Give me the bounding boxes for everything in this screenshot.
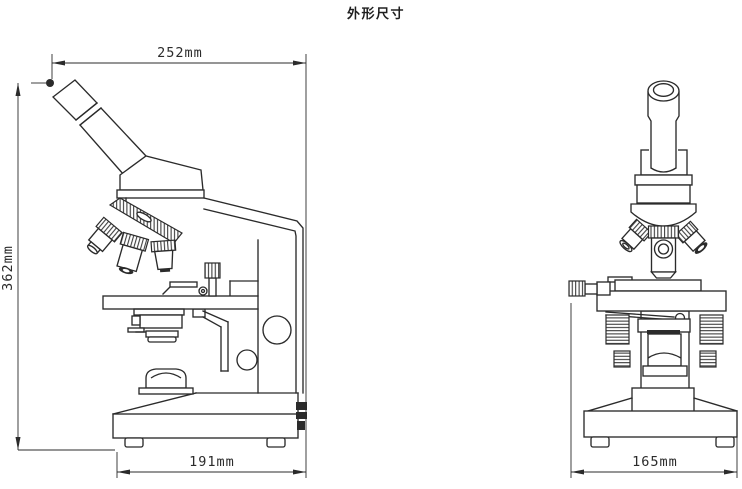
stage-clip (162, 281, 208, 296)
arm (192, 197, 304, 394)
coarse-knob-left (605, 314, 630, 345)
stage-adjust-knob (204, 262, 221, 297)
condenser-knob (131, 315, 141, 326)
condenser-front (605, 311, 691, 377)
objective-middle (116, 231, 150, 275)
eyecup (51, 79, 98, 121)
power-switch (296, 402, 307, 410)
dimension-height: 362mm (0, 83, 115, 451)
dimension-side-base-width: 191mm (116, 452, 306, 478)
stage (102, 262, 259, 310)
dim-label-side-base: 191mm (189, 454, 235, 470)
head-plate (116, 189, 205, 199)
stage-knob-front (568, 280, 611, 297)
objective-right (150, 239, 177, 273)
eyepiece-tube-front (647, 80, 680, 173)
lamp-housing (138, 368, 194, 395)
turret-detail (136, 211, 152, 223)
objective-left (86, 216, 124, 255)
base-foot (590, 436, 610, 448)
coarse-knob-right (699, 314, 724, 345)
base-foot (715, 436, 735, 448)
head-front (634, 149, 693, 204)
front-view-drawing (568, 80, 738, 448)
fine-knob-right (699, 350, 717, 368)
coarse-focus-knob (262, 315, 292, 345)
head (116, 155, 205, 213)
power-switch (296, 412, 307, 419)
dim-label-top-width: 252mm (157, 45, 203, 61)
reference-dot (46, 79, 54, 87)
focus-knobs-front (605, 314, 724, 368)
eyepiece-lens (652, 83, 675, 97)
dimension-top-width: 252mm (31, 45, 307, 478)
base-foot (124, 437, 144, 448)
base (112, 392, 307, 448)
page-title: 外形尺寸 (346, 6, 405, 22)
objective-front-center (647, 225, 680, 279)
condenser (127, 308, 185, 343)
stage-front (568, 276, 727, 312)
objective-front-left (619, 218, 653, 253)
dimension-front-base-width: 165mm (570, 303, 738, 478)
dim-label-height: 362mm (0, 245, 16, 291)
fine-focus-knob (236, 349, 258, 371)
power-connector (297, 421, 305, 430)
nosepiece-turret (108, 197, 183, 244)
eyepiece-tube (51, 79, 147, 176)
dim-label-front-base: 165mm (632, 454, 678, 470)
objective-front-right (674, 220, 708, 254)
fine-knob-left (613, 350, 631, 368)
base-front (583, 387, 738, 448)
stage-bracket (192, 308, 229, 372)
base-foot (266, 437, 286, 448)
side-view-drawing (51, 79, 307, 448)
